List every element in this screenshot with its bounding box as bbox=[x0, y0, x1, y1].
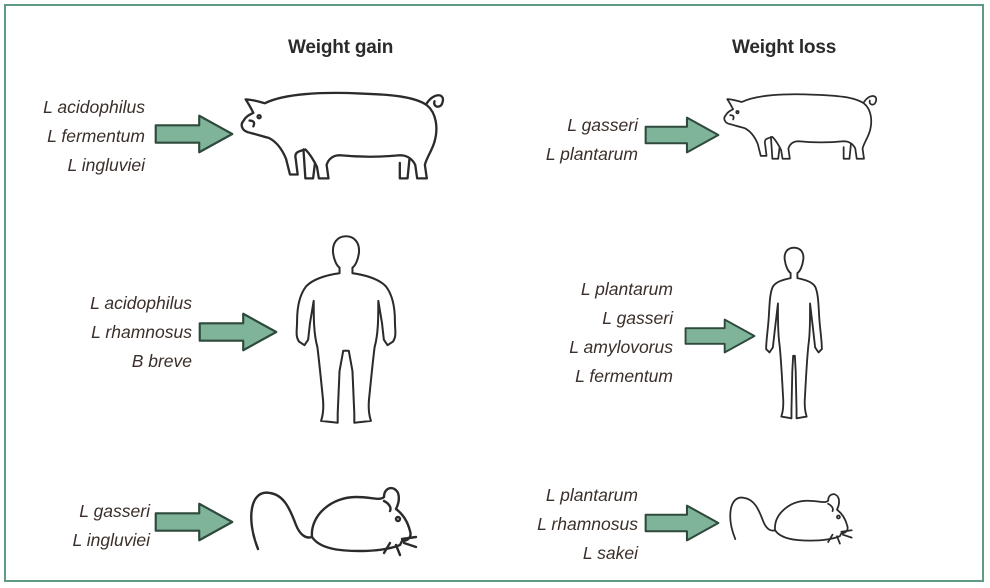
species-label: L amylovorus bbox=[520, 333, 673, 362]
species-label: L gasseri bbox=[520, 111, 638, 140]
loss-pig-species-list: L gasseri L plantarum bbox=[520, 111, 638, 169]
species-label: L gasseri bbox=[520, 304, 673, 333]
pig-icon bbox=[236, 80, 448, 190]
species-label: L rhamnosus bbox=[40, 318, 192, 347]
arrow-icon bbox=[684, 316, 756, 356]
species-label: L plantarum bbox=[520, 275, 673, 304]
species-label: L plantarum bbox=[520, 140, 638, 169]
species-label: L ingluviei bbox=[20, 151, 145, 180]
species-label: L plantarum bbox=[510, 481, 638, 510]
species-label: L fermentum bbox=[520, 362, 673, 391]
species-label: B breve bbox=[40, 347, 192, 376]
gain-mouse-species-list: L gasseri L ingluviei bbox=[30, 497, 150, 555]
arrow-icon bbox=[644, 502, 720, 544]
mouse-icon bbox=[240, 478, 430, 560]
species-label: L rhamnosus bbox=[510, 510, 638, 539]
human-obese-icon bbox=[286, 222, 406, 437]
species-label: L sakei bbox=[510, 539, 638, 568]
loss-human-species-list: L plantarum L gasseri L amylovorus L fer… bbox=[520, 275, 673, 391]
arrow-icon bbox=[198, 310, 278, 354]
arrow-icon bbox=[154, 112, 234, 156]
species-label: L fermentum bbox=[20, 122, 145, 151]
gain-pig-species-list: L acidophilus L fermentum L ingluviei bbox=[20, 93, 145, 180]
arrow-icon bbox=[154, 500, 234, 544]
human-lean-icon bbox=[756, 228, 832, 438]
mouse-icon bbox=[722, 486, 862, 548]
loss-mouse-species-list: L plantarum L rhamnosus L sakei bbox=[510, 481, 638, 568]
species-label: L acidophilus bbox=[20, 93, 145, 122]
pig-icon bbox=[720, 84, 880, 168]
gain-human-species-list: L acidophilus L rhamnosus B breve bbox=[40, 289, 192, 376]
species-label: L acidophilus bbox=[40, 289, 192, 318]
species-label: L gasseri bbox=[30, 497, 150, 526]
arrow-icon bbox=[644, 114, 720, 156]
heading-weight-gain: Weight gain bbox=[288, 37, 393, 59]
heading-weight-loss: Weight loss bbox=[732, 37, 836, 59]
species-label: L ingluviei bbox=[30, 526, 150, 555]
